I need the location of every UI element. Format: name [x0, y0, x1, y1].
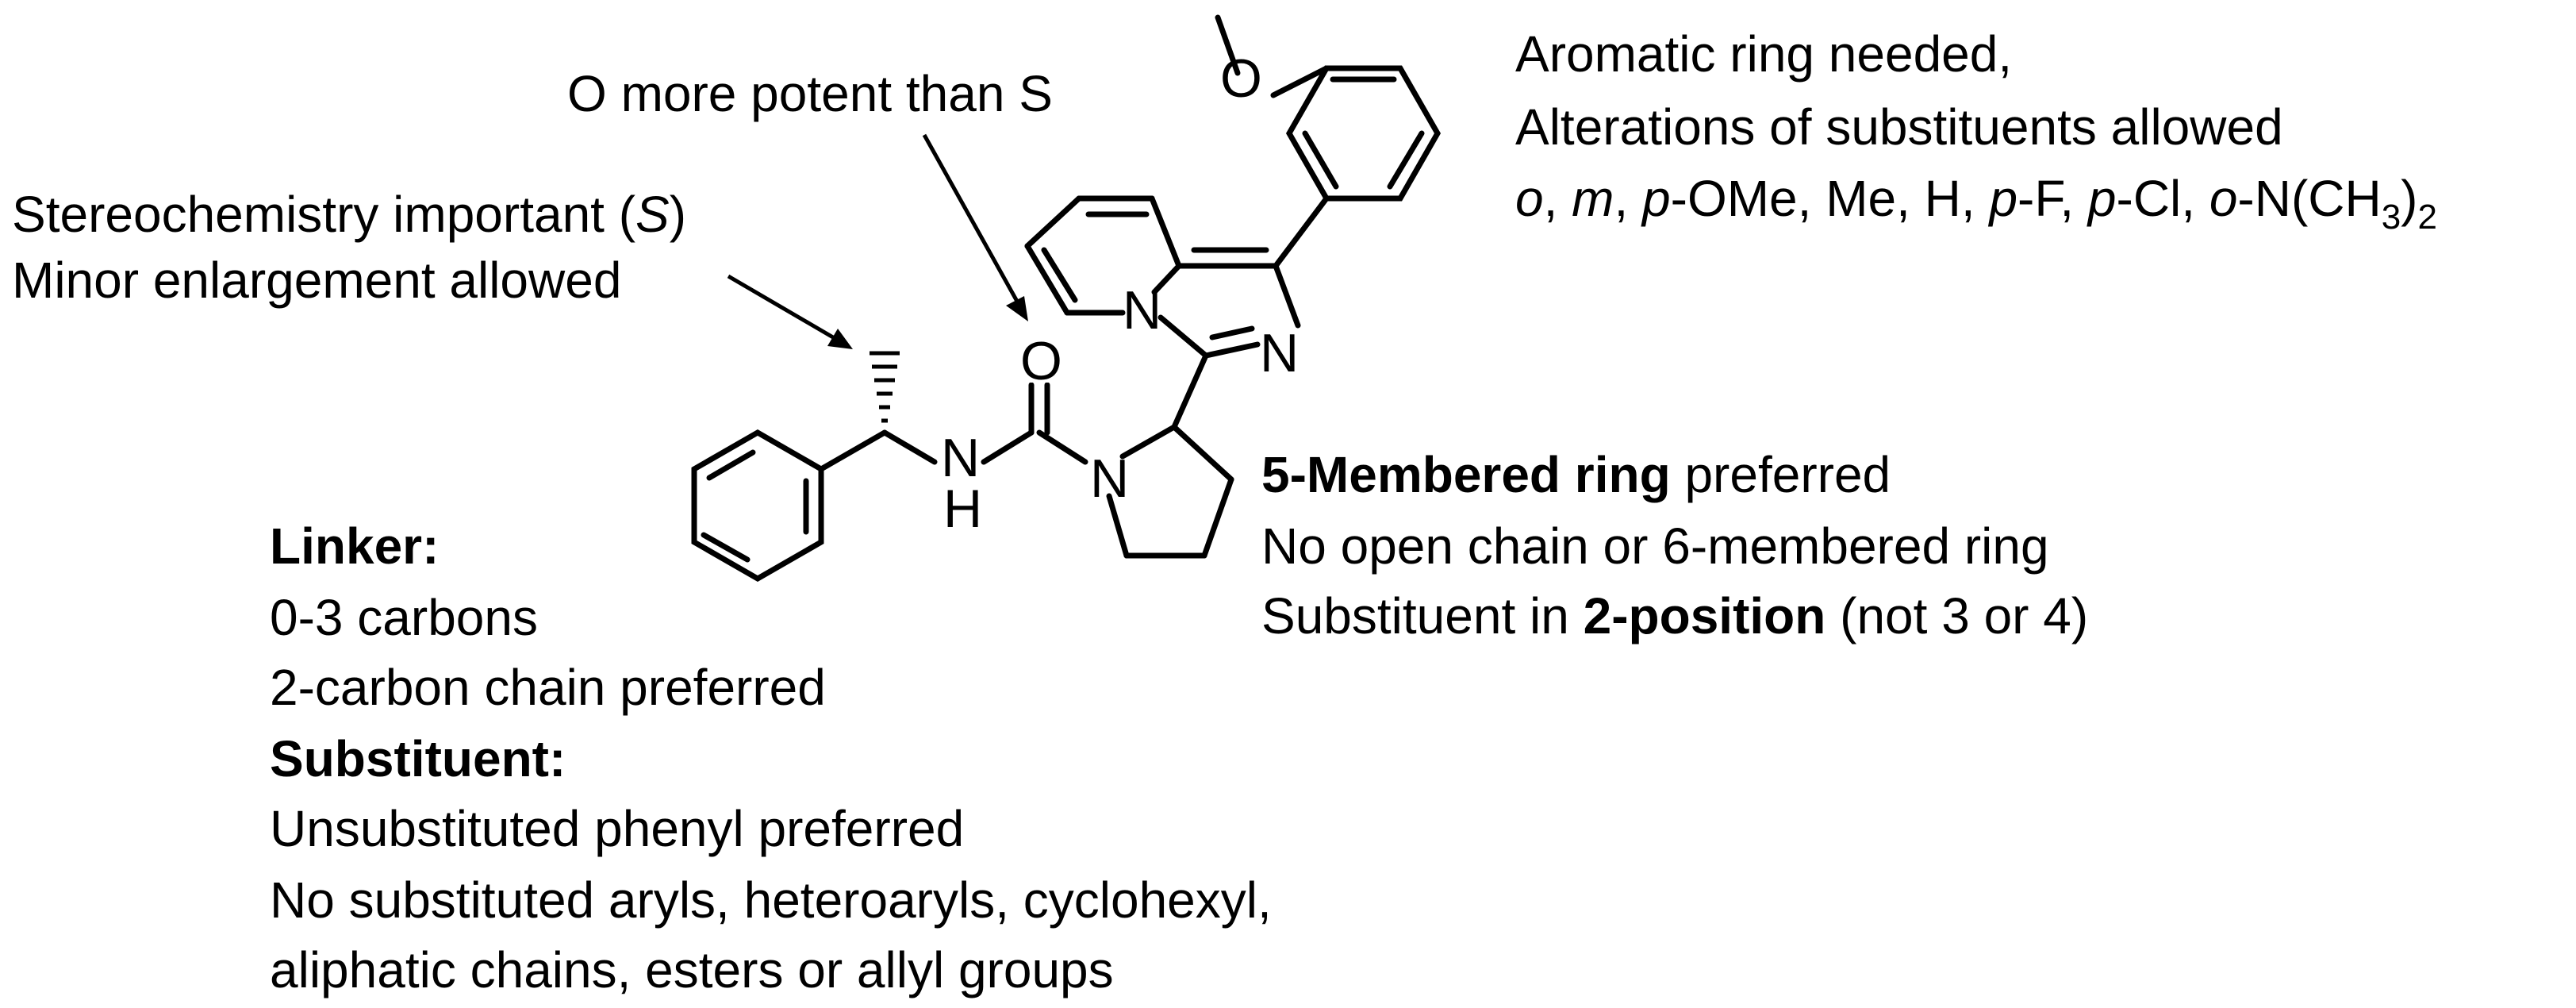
substituent-heading: Substituent: [270, 730, 566, 787]
substituent-line1: Unsubstituted phenyl preferred [270, 800, 964, 857]
annotation-ring: 5-Membered ring preferred No open chain … [1261, 446, 2088, 644]
linker-heading: Linker: [270, 517, 439, 575]
imidazopyridine-core [1024, 195, 1301, 359]
atom-pyrrolidine-nitrogen: N [1090, 448, 1129, 509]
atom-amide-nitrogen: N [941, 428, 980, 488]
stereo-line1: Stereochemistry important (S) [12, 186, 686, 243]
arrow-o-vs-s [922, 133, 1022, 307]
substituent-line3: aliphatic chains, esters or allyl groups [270, 941, 1114, 998]
aromatic-substituents: o, m, p-OMe, Me, H, p-F, p-Cl, o-N(CH3)2 [1515, 170, 2437, 237]
linker-line1: 0-3 carbons [270, 589, 538, 646]
ring-line2: No open chain or 6-membered ring [1261, 517, 2049, 575]
atom-carbonyl-oxygen: O [1020, 331, 1062, 391]
arrow-stereochemistry [727, 274, 835, 340]
atom-labels: O N H N N N O [941, 48, 1299, 539]
hashed-wedge-bond [870, 351, 900, 423]
ring-line3: Substituent in 2-position (not 3 or 4) [1261, 587, 2088, 644]
substituent-line2: No substituted aryls, heteroaryls, cyclo… [270, 871, 1272, 929]
methoxyphenyl-ring [1285, 65, 1442, 202]
atom-bridgehead-nitrogen: N [1123, 280, 1161, 340]
ring-line1: 5-Membered ring preferred [1261, 446, 1891, 503]
annotation-stereochemistry: Stereochemistry important (S) Minor enla… [12, 186, 686, 309]
atom-imidazole-nitrogen: N [1260, 323, 1299, 383]
aromatic-line1: Aromatic ring needed, [1515, 25, 2012, 83]
pyrrolidine-ring [1106, 424, 1234, 559]
arrow-o-vs-s-head [1006, 296, 1028, 321]
molecule-structure [691, 14, 1442, 583]
annotation-o-vs-s: O more potent than S [567, 65, 1053, 122]
stereo-line2: Minor enlargement allowed [12, 252, 621, 309]
aromatic-line2: Alterations of substituents allowed [1515, 98, 2283, 156]
atom-amide-hydrogen: H [943, 479, 982, 539]
linker-line2: 2-carbon chain preferred [270, 659, 826, 716]
atom-methoxy-oxygen: O [1220, 48, 1262, 109]
arrow-stereochemistry-head [827, 329, 853, 349]
annotation-arrows [727, 133, 1028, 349]
phenyl-ring [691, 429, 824, 583]
annotation-aromatic: Aromatic ring needed, Alterations of sub… [1515, 25, 2437, 237]
o-vs-s-label: O more potent than S [567, 65, 1053, 122]
annotation-linker-substituent: Linker: 0-3 carbons 2-carbon chain prefe… [270, 517, 1272, 998]
